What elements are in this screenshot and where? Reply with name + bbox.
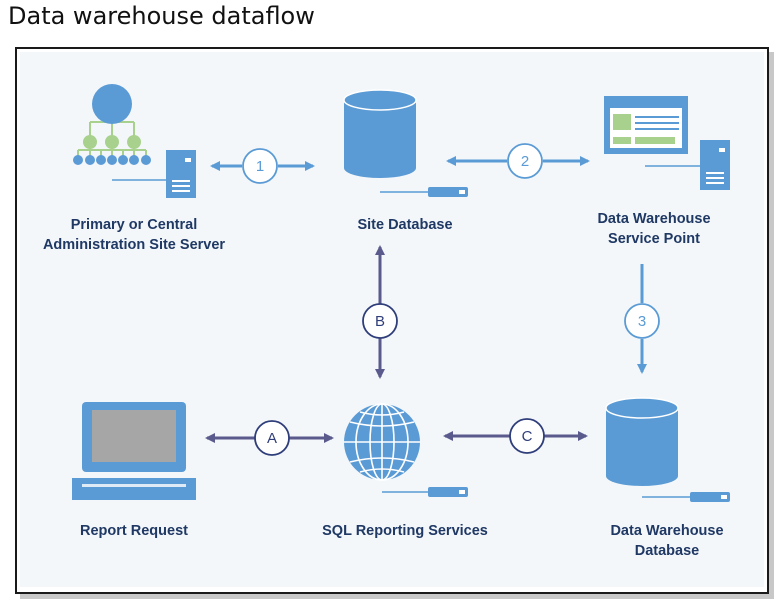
frame-shadow	[20, 594, 774, 599]
database-icon	[343, 89, 468, 197]
arrow-step-b: B	[362, 245, 398, 379]
dw-database-label-line1: Data Warehouse	[610, 523, 724, 539]
site-server-label-line2: Administration Site Server	[42, 237, 226, 253]
arrow-step-1: 1	[210, 148, 315, 184]
dw-service-point-label-line2: Service Point	[608, 231, 700, 247]
service-point-window-icon	[604, 96, 688, 154]
site-database-label: Site Database	[357, 215, 452, 235]
sql-reporting-label: SQL Reporting Services	[322, 521, 488, 541]
step-badge-3: 3	[638, 313, 646, 330]
hierarchy-icon	[73, 84, 151, 165]
step-badge-c: C	[522, 428, 533, 445]
site-server-label: Primary or Central Administration Site S…	[43, 215, 225, 255]
page-title: Data warehouse dataflow	[8, 2, 315, 30]
site-server-label-line1: Primary or Central	[70, 217, 198, 233]
report-request-label-text: Report Request	[80, 523, 188, 539]
arrow-step-2: 2	[446, 143, 590, 179]
laptop-icon	[72, 402, 196, 500]
arrow-step-a: A	[205, 420, 334, 456]
step-badge-b: B	[375, 313, 385, 330]
database-icon	[605, 397, 730, 502]
frame-shadow	[769, 52, 774, 597]
server-tower-icon	[112, 150, 196, 198]
step-badge-a: A	[267, 430, 277, 447]
sql-reporting-label-text: SQL Reporting Services	[322, 523, 488, 539]
dw-database-label-line2: Database	[634, 543, 700, 559]
globe-icon	[344, 403, 468, 497]
report-request-label: Report Request	[80, 521, 188, 541]
step-badge-1: 1	[256, 158, 264, 175]
dw-database-label: Data Warehouse Database	[610, 521, 723, 561]
server-tower-icon	[645, 140, 730, 190]
arrow-step-c: C	[443, 418, 588, 454]
dw-service-point-label: Data Warehouse Service Point	[597, 209, 710, 249]
arrow-step-3: 3	[624, 264, 660, 374]
dw-service-point-label-line1: Data Warehouse	[597, 211, 711, 227]
step-badge-2: 2	[521, 153, 529, 170]
site-database-label-text: Site Database	[357, 217, 453, 233]
